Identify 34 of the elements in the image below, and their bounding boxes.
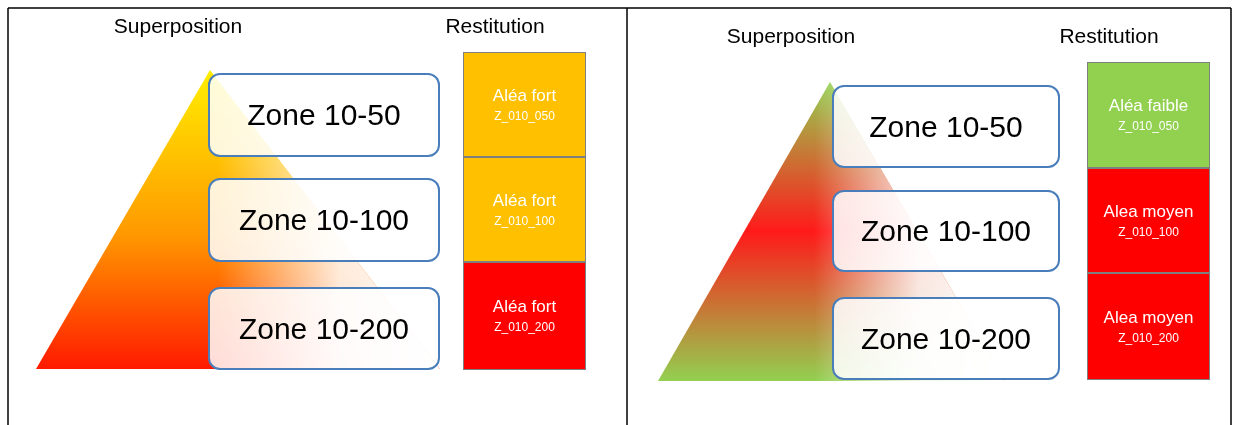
hazard-level-text: Aléa fort [491,189,558,212]
column-heading: Superposition [113,14,243,38]
zone-code-text: Z_010_050 [1117,118,1180,135]
hazard-level-text: Alea moyen [1102,200,1195,223]
hazard-level-text: Aléa fort [491,296,558,319]
zone-box [208,287,440,370]
column-heading: Restitution [1059,24,1159,48]
hazard-level-text: Alea moyen [1102,306,1195,329]
zone-code-text: Z_010_100 [1117,223,1180,241]
zone-code-text: Z_010_200 [1117,329,1180,347]
hazard-level-text: Aléa fort [491,84,558,107]
hazard-level-box [463,157,586,262]
zone-label: Zone 10-50 [247,98,401,132]
zone-label: Zone 10-100 [860,214,1032,248]
zone-label: Zone 10-100 [238,203,410,237]
zone-code-text: Z_010_100 [493,212,556,230]
zone-box [832,190,1060,272]
hazard-level-box [1087,168,1210,273]
hazard-level-box [463,52,586,157]
zone-label: Zone 10-200 [238,311,410,346]
zone-box [832,85,1060,168]
zone-box [832,297,1060,380]
zone-code-text: Z_010_200 [493,319,556,336]
column-heading: Restitution [445,14,545,38]
zone-box [208,73,440,157]
hazard-level-text: Aléa faible [1107,95,1190,118]
zone-box [208,178,440,262]
hazard-level-box [1087,62,1210,168]
zone-label: Zone 10-200 [860,321,1032,356]
zone-label: Zone 10-50 [869,109,1023,144]
zone-code-text: Z_010_050 [493,107,556,125]
hazard-level-box [463,262,586,370]
column-heading: Superposition [726,24,856,48]
hazard-level-box [1087,273,1210,380]
